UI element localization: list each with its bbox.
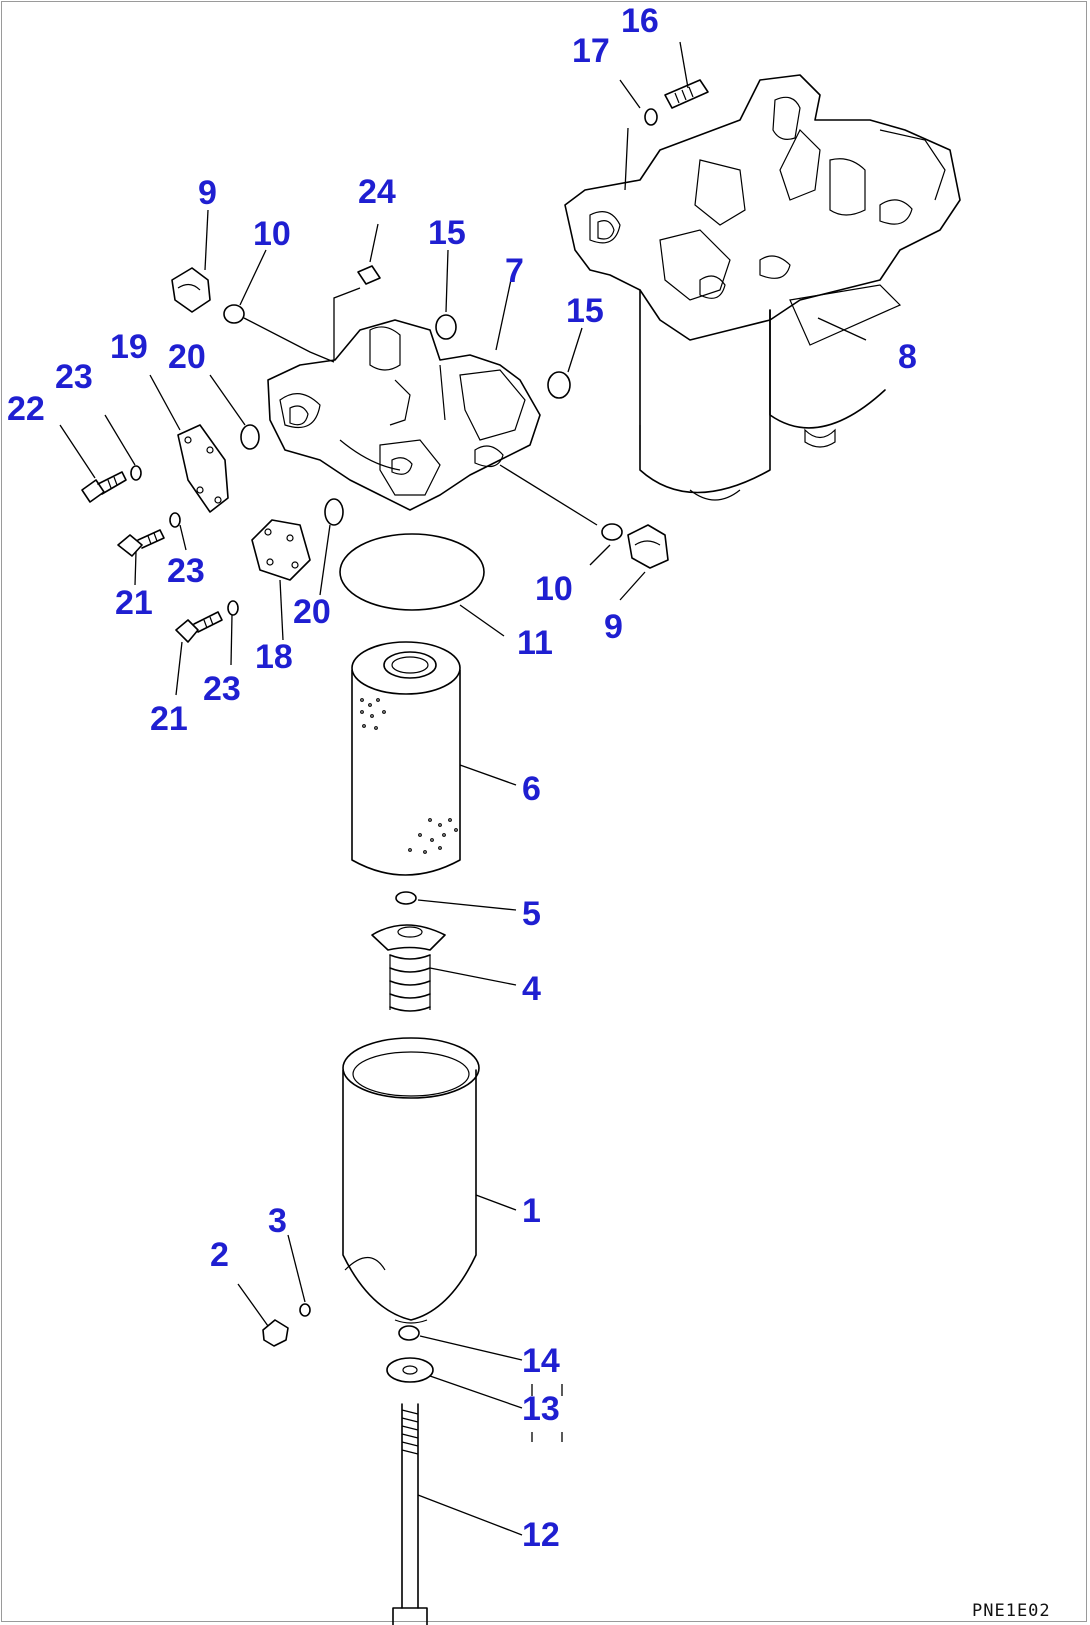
callout-labels: 16 17 9 10 24 15 7 15 8 19 20 23 22 23 2… <box>7 2 917 1554</box>
callout-9-lower: 9 <box>604 608 623 646</box>
filter-head-7 <box>267 319 541 511</box>
callout-18: 18 <box>255 638 293 676</box>
filter-element-6 <box>351 641 461 876</box>
o-ring-15-left <box>435 314 457 340</box>
washer-13 <box>386 1357 434 1383</box>
callout-7: 7 <box>505 252 524 290</box>
callout-1: 1 <box>522 1192 541 1230</box>
callout-9-upper: 9 <box>198 174 217 212</box>
callout-23-middle: 23 <box>167 552 205 590</box>
plug-9-upper <box>171 267 211 313</box>
washer-17 <box>644 108 658 126</box>
callout-23-bottom: 23 <box>203 670 241 708</box>
callout-8: 8 <box>898 338 917 376</box>
callout-16: 16 <box>621 2 659 40</box>
callout-2: 2 <box>210 1236 229 1274</box>
callout-21-lower: 21 <box>150 700 188 738</box>
callout-10-lower: 10 <box>535 570 573 608</box>
callout-3: 3 <box>268 1202 287 1240</box>
callout-4: 4 <box>522 970 541 1008</box>
callout-21-upper: 21 <box>115 584 153 622</box>
bolt-16 <box>664 79 709 109</box>
callout-24: 24 <box>358 173 396 211</box>
callout-14: 14 <box>522 1342 560 1380</box>
o-ring-14 <box>398 1325 420 1341</box>
o-ring-10-upper <box>223 304 245 324</box>
callout-20-upper: 20 <box>168 338 206 376</box>
callout-19: 19 <box>110 328 148 366</box>
leader-lines <box>59 41 867 1536</box>
o-ring-5 <box>395 891 417 905</box>
callout-12: 12 <box>522 1516 560 1554</box>
gasket-11 <box>339 533 485 611</box>
washer-23-bottom <box>227 600 239 616</box>
center-bolt-12 <box>392 1403 428 1625</box>
o-ring-20-lower <box>324 498 344 526</box>
callout-5: 5 <box>522 895 541 933</box>
callout-11: 11 <box>517 624 553 662</box>
callout-15-left: 15 <box>428 214 466 252</box>
cover-plate-18 <box>251 519 311 581</box>
spring-4 <box>371 924 446 1012</box>
washer-23-middle <box>169 512 181 528</box>
bolt-21-lower <box>175 611 223 643</box>
drain-plug-2 <box>262 1319 289 1347</box>
callout-22: 22 <box>7 390 45 428</box>
bolt-21-upper <box>117 529 165 557</box>
assembled-filter-unit <box>564 74 961 501</box>
o-ring-15-right <box>547 371 571 399</box>
filter-case-1 <box>342 1037 480 1324</box>
cover-plate-19 <box>177 424 229 513</box>
callout-13: 13 <box>522 1390 560 1428</box>
drawing-code: PNE1E02 <box>972 1601 1051 1621</box>
callout-15-right: 15 <box>566 292 604 330</box>
washer-23-top <box>130 465 142 481</box>
callout-23-top: 23 <box>55 358 93 396</box>
callout-6: 6 <box>522 770 541 808</box>
callout-10-upper: 10 <box>253 215 291 253</box>
fitting-24 <box>357 265 381 285</box>
callout-20-lower: 20 <box>293 593 331 631</box>
bolt-22 <box>81 471 127 503</box>
o-ring-3 <box>299 1303 311 1317</box>
callout-17: 17 <box>572 32 610 70</box>
o-ring-10-lower <box>601 523 623 541</box>
o-ring-20-upper <box>240 424 260 450</box>
plug-9-lower <box>627 524 669 569</box>
